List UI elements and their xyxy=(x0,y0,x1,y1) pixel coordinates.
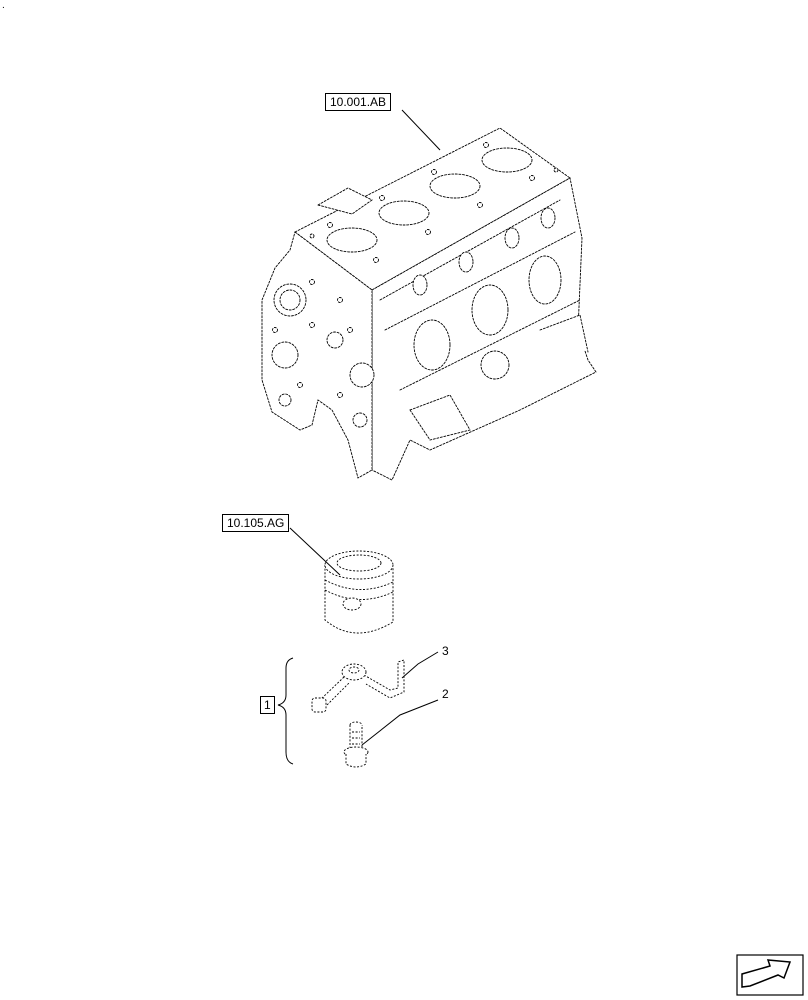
leader-line-item-2 xyxy=(361,699,439,746)
engine-block-illustration xyxy=(261,127,597,481)
callout-block-reference[interactable]: 10.001.AB xyxy=(325,93,392,111)
leader-line-block xyxy=(401,109,441,151)
callout-group-1[interactable]: 1 xyxy=(260,696,275,714)
leader-line-piston xyxy=(289,527,341,576)
callout-piston-reference[interactable]: 10.105.AG xyxy=(222,514,290,532)
oil-jet-nozzle-illustration xyxy=(311,659,405,713)
next-page-arrow-icon[interactable] xyxy=(736,954,804,996)
callout-item-2: 2 xyxy=(442,687,449,701)
callout-item-3: 3 xyxy=(442,644,449,658)
banjo-bolt-illustration xyxy=(343,721,369,768)
leader-line-item-3 xyxy=(401,651,439,679)
group-bracket xyxy=(277,657,294,765)
corner-mark: . xyxy=(2,0,5,11)
piston-illustration xyxy=(324,550,394,634)
